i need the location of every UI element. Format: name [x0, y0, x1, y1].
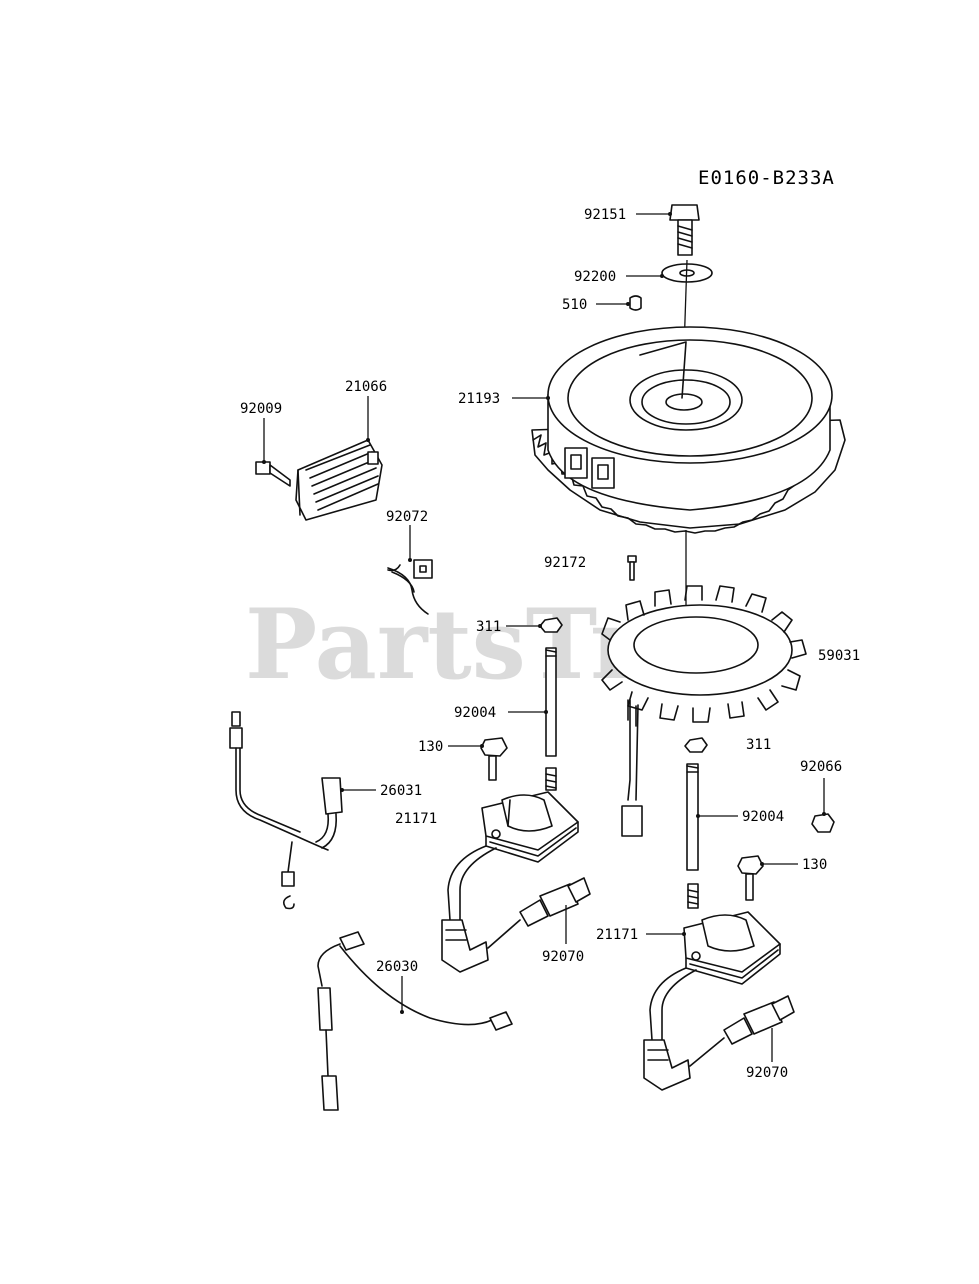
spark-plug-92070-right — [689, 995, 795, 1067]
callout-26031: 26031 — [380, 783, 422, 799]
leader-lines — [262, 212, 826, 1062]
connector-92072 — [387, 559, 433, 615]
stator-59031 — [601, 585, 807, 837]
callout-21171-left: 21171 — [395, 811, 437, 827]
callout-92066: 92066 — [800, 759, 842, 775]
callout-92070-left: 92070 — [542, 949, 584, 965]
diagram-code: E0160-B233A — [698, 167, 835, 189]
callout-92172: 92172 — [544, 555, 586, 571]
callout-130-right: 130 — [802, 857, 827, 873]
callout-92072: 92072 — [386, 509, 428, 525]
callout-92200: 92200 — [574, 269, 616, 285]
callout-130-left: 130 — [418, 739, 443, 755]
callout-92151: 92151 — [584, 207, 626, 223]
screw-92172 — [627, 555, 637, 581]
spark-plug-92070-left — [487, 877, 591, 949]
key-510 — [629, 295, 642, 311]
part-92066 — [811, 813, 835, 833]
bolt-130-right — [737, 855, 764, 901]
callout-311-lower: 311 — [746, 737, 771, 753]
flywheel-21193 — [531, 326, 846, 534]
callout-21171-right: 21171 — [596, 927, 638, 943]
ignition-coil-21171-right — [643, 911, 781, 1091]
bolt-130-left — [480, 737, 508, 781]
callout-510: 510 — [562, 297, 587, 313]
screw-92009 — [255, 461, 291, 487]
stud-92004-right — [686, 763, 699, 909]
callout-26030: 26030 — [376, 959, 418, 975]
callout-311-upper: 311 — [476, 619, 501, 635]
ignition-coil-21171-left — [441, 791, 579, 973]
bolt-92151 — [669, 204, 700, 256]
nut-311-lower — [684, 737, 708, 753]
callout-92004-right: 92004 — [742, 809, 784, 825]
harness-26030 — [317, 931, 513, 1111]
callout-92004-left: 92004 — [454, 705, 496, 721]
callout-labels: 92151 92200 510 21193 21066 92009 92072 … — [240, 207, 860, 1081]
callout-21066: 21066 — [345, 379, 387, 395]
stud-92004-left — [545, 647, 557, 791]
harness-26031 — [229, 711, 343, 910]
callout-92070-right: 92070 — [746, 1065, 788, 1081]
regulator-21066 — [295, 439, 383, 521]
callout-21193: 21193 — [458, 391, 500, 407]
callout-92009: 92009 — [240, 401, 282, 417]
callout-59031: 59031 — [818, 648, 860, 664]
